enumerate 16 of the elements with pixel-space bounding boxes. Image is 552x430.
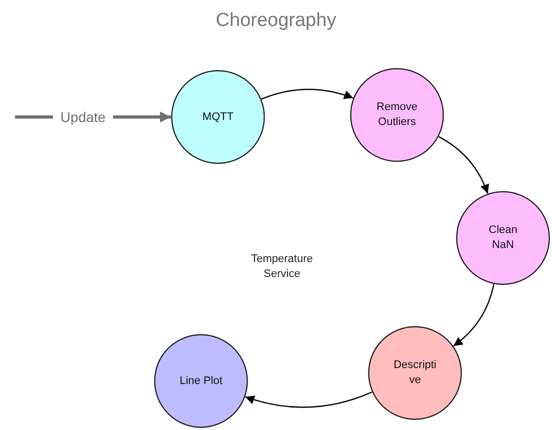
process-circle [368,326,462,420]
process-circle [456,191,550,285]
arrow [261,88,354,100]
node-label: Remove Outliers [376,100,418,130]
process-circle [154,334,248,428]
node-label: Line Plot [178,374,224,388]
arrow [245,392,372,408]
node-label: Clean NaN [488,223,518,253]
arrow [453,284,494,346]
diagram-title: Choreography [214,9,338,33]
arrow [438,136,489,194]
group-label: Temperature Service [250,252,314,282]
node-label: Descriptive [392,358,438,388]
node-label: MQTT [201,110,235,124]
process-circle [171,70,265,164]
process-circle [350,68,444,162]
